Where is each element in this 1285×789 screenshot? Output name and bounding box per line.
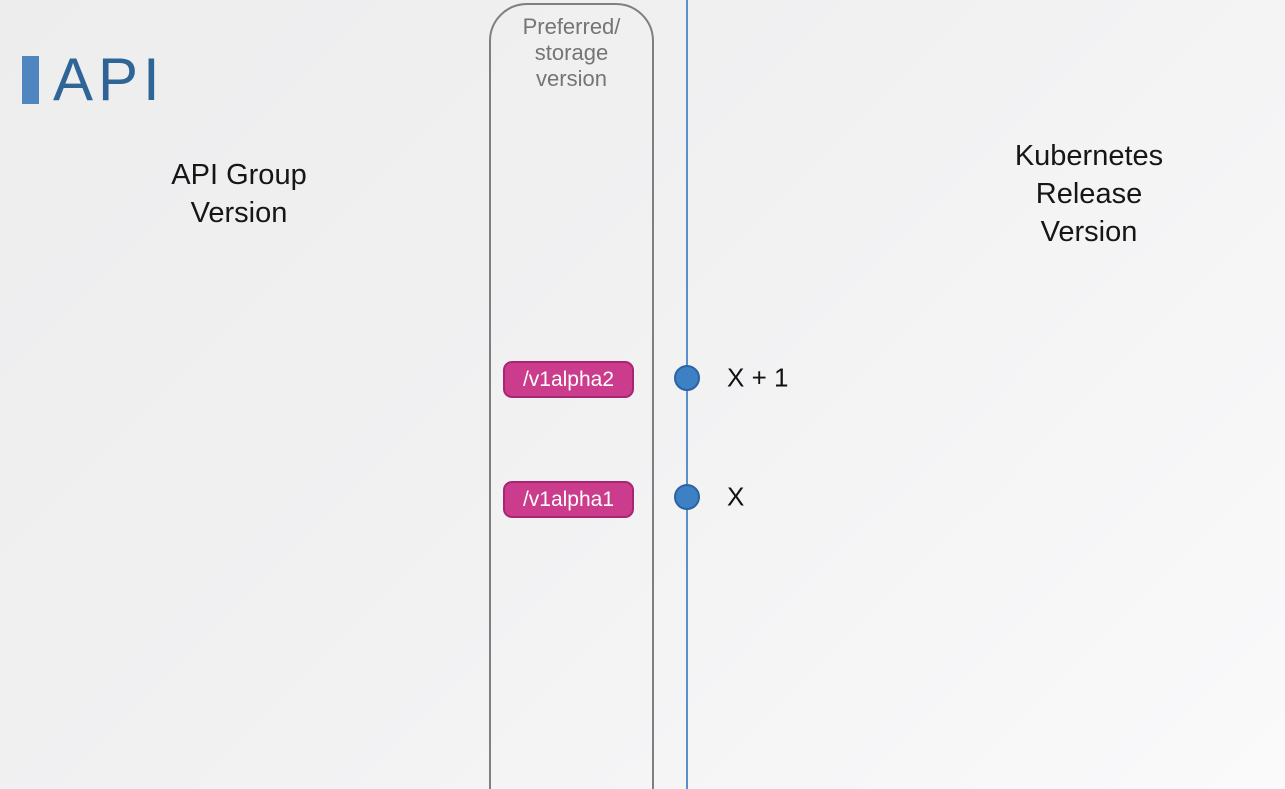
api-logo: API (22, 50, 165, 110)
api-logo-text: API (53, 46, 165, 113)
release-timeline-line (686, 0, 688, 789)
api-version-badge-v1alpha2: /v1alpha2 (503, 361, 634, 398)
kubernetes-release-version-label: Kubernetes Release Version (1014, 140, 1164, 248)
release-marker-dot (674, 365, 700, 391)
release-marker-dot (674, 484, 700, 510)
lane-title: Preferred/ storage version (522, 14, 621, 91)
api-version-badge-v1alpha1: /v1alpha1 (503, 481, 634, 518)
release-tick-label: X (727, 481, 745, 512)
api-group-version-label: API Group Version (171, 159, 307, 229)
release-tick-label: X + 1 (727, 362, 789, 393)
api-logo-bar (22, 56, 39, 104)
preferred-storage-version-lane: Preferred/ storage version (489, 3, 654, 789)
